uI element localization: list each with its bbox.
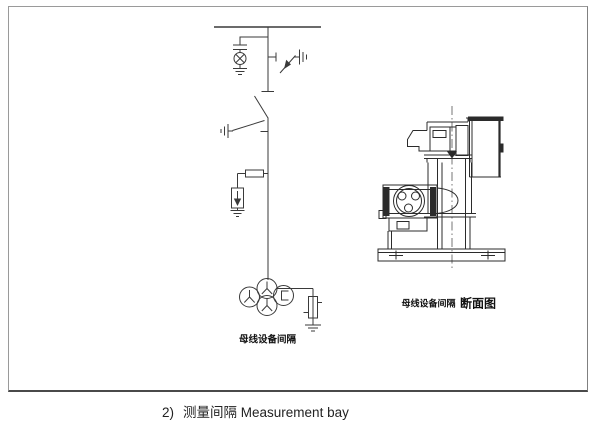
anchor-bolt-icon [389, 250, 403, 260]
pt-fuse [277, 288, 322, 332]
section-label-suffix: 断面图 [460, 296, 496, 311]
figure-caption: 2) 测量间隔 Measurement bay [162, 401, 349, 421]
damping-resistor [237, 169, 268, 188]
fast-earthing-switch [268, 49, 307, 74]
relay-cabinet [468, 116, 504, 178]
voltage-indicator-lamp [233, 36, 268, 69]
drawing-sheet-border [8, 6, 588, 392]
anchor-bolt-icon [481, 250, 495, 260]
section-label-prefix: 母线设备间隔 [401, 298, 455, 309]
disconnector-switch [254, 91, 274, 119]
surge-arrester [230, 187, 245, 217]
earthing-switch [220, 120, 268, 138]
caption-number: 2) [162, 405, 175, 420]
base-frame [377, 248, 506, 262]
caption-text-en: Measurement bay [240, 405, 349, 420]
cabinet-handle-icon [499, 143, 504, 153]
motor-drive [378, 184, 459, 249]
mechanism-housing [407, 117, 472, 163]
earth-icon [233, 68, 247, 75]
caption-text-zh: 测量间隔 [183, 405, 238, 420]
schematic-label: 母线设备间隔 [239, 334, 297, 346]
